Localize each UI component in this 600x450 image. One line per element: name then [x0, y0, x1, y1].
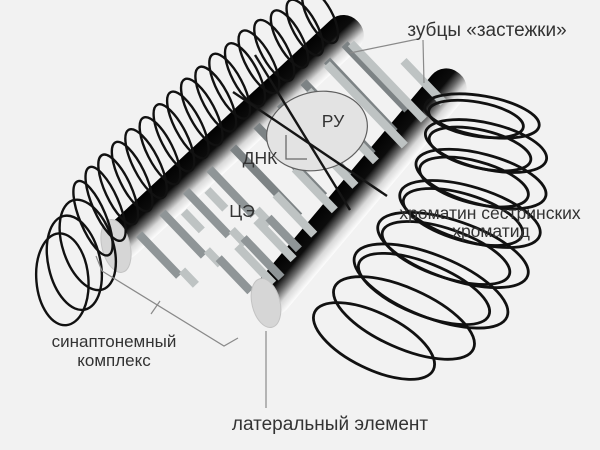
- chromatin-coil-loop: [401, 187, 525, 247]
- chromatin-coil-loop: [72, 179, 114, 257]
- chromatin-coil-loop: [194, 65, 238, 133]
- zipper-tooth: [234, 243, 277, 287]
- complex-bracket: [95, 255, 239, 347]
- chromatin-coil-loop: [301, 0, 340, 45]
- chromatin-coil-loop: [152, 103, 196, 173]
- upper-lateral-element-rod: [102, 14, 364, 260]
- zipper-teeth-pointer-2: [422, 39, 425, 84]
- chromatin-coil-loop: [253, 18, 296, 83]
- zipper-tooth: [159, 209, 207, 259]
- upper-chromatin-coils: [34, 0, 340, 327]
- zipper-tooth: [347, 40, 428, 123]
- chromatin-coil-loop: [332, 275, 476, 361]
- label-lateral-element: латеральный элемент: [232, 414, 429, 435]
- zipper-tooth: [323, 61, 408, 149]
- label-chromatin-line1: хроматин сестринских: [399, 203, 581, 223]
- zipper-tooth: [265, 214, 302, 253]
- lower-chromatin-coils: [312, 92, 549, 381]
- chromatin-coil-loop: [45, 214, 104, 312]
- zipper-tooth: [180, 208, 205, 234]
- zipper-tooth: [204, 187, 229, 212]
- chromatin-coil-loop: [427, 98, 525, 140]
- chromatin-coil-loop: [84, 165, 127, 243]
- dna-strand-lines: [232, 54, 388, 211]
- dna-strand-shallow: [232, 91, 388, 197]
- zipper-tooth: [182, 187, 232, 239]
- chromatin-coil-loop: [418, 155, 530, 209]
- zipper-tooth: [215, 255, 254, 295]
- lower-lateral-element-rod: [252, 68, 467, 316]
- dna-bracket: [285, 135, 307, 160]
- upper-rod-body: [102, 14, 364, 260]
- label-zipper-teeth: зубцы «застежки»: [407, 20, 566, 41]
- chromatin-coil-loop: [110, 140, 154, 213]
- label-dna: ДНК: [243, 148, 278, 168]
- zipper-tooth: [240, 235, 285, 281]
- complex-bracket-tick: [150, 300, 161, 315]
- zipper-teeth-pointer-1: [349, 38, 419, 54]
- chromatin-coil-loop: [223, 42, 267, 108]
- chromatin-coil-loop: [269, 9, 310, 69]
- pointer-lines: [95, 38, 425, 408]
- label-chromatin-line2: хроматид: [452, 221, 530, 241]
- chromatin-coil-loop: [34, 232, 90, 327]
- chromatin-coil-loop: [356, 251, 492, 327]
- chromatin-coil-loop: [312, 301, 436, 381]
- chromatin-coil-loop: [165, 90, 210, 160]
- chromatin-coil-loop: [124, 128, 168, 200]
- lower-rod-end-cap: [250, 278, 282, 328]
- recombination-nodule-ellipse: [266, 90, 368, 172]
- zipper-tooth: [179, 267, 199, 288]
- chromatin-coil-loop: [237, 29, 281, 95]
- dna-strand-steep: [253, 54, 352, 211]
- zipper-tooth: [291, 165, 338, 214]
- label-complex-line1: синаптонемный: [52, 332, 177, 351]
- chromatin-coil-loop: [179, 77, 224, 147]
- lower-rod-body: [252, 68, 467, 316]
- zipper-tooth: [341, 41, 411, 113]
- zipper-tooth: [136, 231, 183, 279]
- zipper-tooth: [206, 166, 257, 219]
- chromatin-coil-loop: [97, 153, 140, 226]
- label-recombination-nodule: РУ: [322, 111, 345, 131]
- chromatin-coil-loop: [285, 0, 325, 57]
- chromatin-coil-loop: [208, 52, 252, 120]
- chromatin-coil-loop: [138, 116, 182, 186]
- label-central-element: ЦЭ: [229, 201, 255, 221]
- chromatin-coil-loop: [427, 125, 533, 173]
- label-complex-line2: комплекс: [77, 351, 151, 370]
- zipper-tooth: [272, 191, 318, 238]
- zipper-tooth: [253, 217, 297, 263]
- chromatin-coil-loop: [380, 220, 512, 286]
